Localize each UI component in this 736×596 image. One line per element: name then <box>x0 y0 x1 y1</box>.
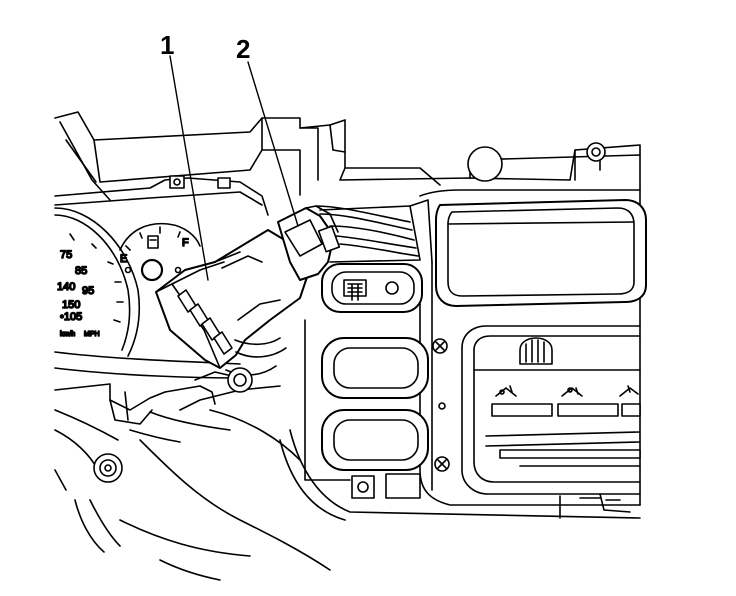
dash-opening <box>319 199 433 263</box>
screw-icon <box>432 338 450 472</box>
kmh-tick-150: 150 <box>62 299 80 311</box>
vent-upper <box>321 337 429 399</box>
temperature-knob <box>519 337 553 365</box>
vent-lower <box>321 409 429 471</box>
speed-tick-105: •105 <box>60 311 82 323</box>
mounting-knob <box>467 142 606 182</box>
speed-tick-95: 95 <box>82 285 94 297</box>
kmh-tick-140: 140 <box>57 281 75 293</box>
speed-tick-85: 85 <box>75 265 87 277</box>
unit-kmh: km/h <box>60 331 75 338</box>
fuel-full-label: F <box>182 237 189 249</box>
callout-2: 2 <box>236 34 250 64</box>
callout-leaders <box>169 55 299 281</box>
steering-column <box>54 367 331 581</box>
defrost-icon <box>619 385 639 397</box>
hvac-panel <box>461 325 641 495</box>
rear-defrost-switch <box>321 263 423 313</box>
connector-2 <box>277 205 419 281</box>
unit-mph: MPH <box>84 331 100 338</box>
lower-dash <box>279 429 641 521</box>
vent-icon <box>495 385 517 397</box>
fuel-empty-label: E <box>120 253 127 265</box>
fuel-pump-icon <box>147 235 159 249</box>
instrument-cluster: 75 85 95 •105 140 150 km/h MPH E F <box>54 175 269 379</box>
connector-1 <box>155 229 311 376</box>
vent-mount <box>304 319 421 499</box>
center-bezel <box>419 189 647 506</box>
speed-tick-75: 75 <box>60 249 72 261</box>
callout-1: 1 <box>160 30 174 60</box>
floor-icon <box>561 387 583 397</box>
rear-defrost-icon <box>343 279 367 301</box>
